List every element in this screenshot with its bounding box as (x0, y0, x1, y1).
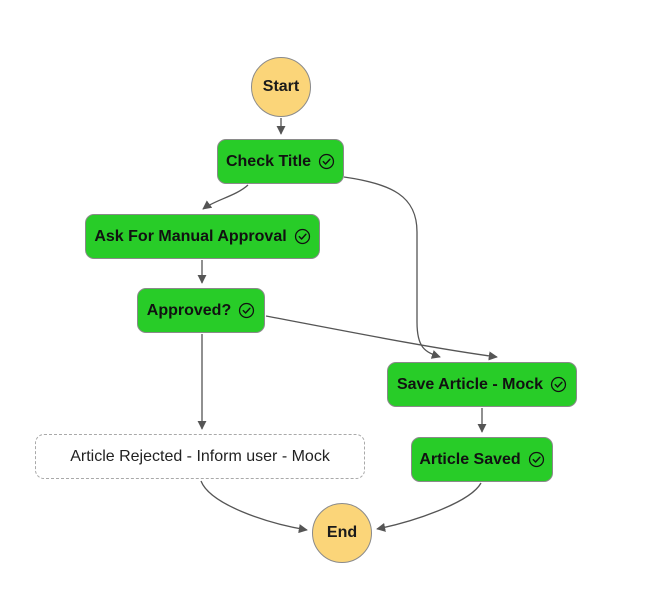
edge-approved-to-save-article-mock (265, 315, 498, 361)
check-circle-icon (238, 302, 255, 319)
check-circle-icon (528, 451, 545, 468)
node-save-article-mock-label: Save Article - Mock (396, 375, 544, 393)
node-approved[interactable]: Approved? (137, 288, 265, 333)
node-approved-label: Approved? (146, 301, 232, 319)
node-end[interactable]: End (312, 503, 372, 563)
node-check-title-label: Check Title (225, 152, 312, 170)
edge-check-title-to-ask-for-manual-approval (202, 184, 249, 210)
edge-article-saved-to-end (376, 482, 482, 532)
node-check-title[interactable]: Check Title (217, 139, 344, 184)
node-article-rejected-mock[interactable]: Article Rejected - Inform user - Mock (35, 434, 365, 479)
node-article-saved-label: Article Saved (419, 450, 521, 468)
edge-article-rejected-mock-to-end (200, 480, 308, 534)
check-circle-icon (294, 228, 311, 245)
check-circle-icon (318, 153, 335, 170)
node-start[interactable]: Start (251, 57, 311, 117)
check-circle-icon (550, 376, 567, 393)
node-end-label: End (326, 524, 358, 541)
node-start-label: Start (262, 78, 300, 95)
node-ask-for-manual-approval[interactable]: Ask For Manual Approval (85, 214, 320, 259)
node-article-saved[interactable]: Article Saved (411, 437, 553, 482)
node-ask-for-manual-approval-label: Ask For Manual Approval (94, 227, 287, 245)
node-article-rejected-mock-label: Article Rejected - Inform user - Mock (70, 447, 330, 465)
node-save-article-mock[interactable]: Save Article - Mock (387, 362, 577, 407)
edge-check-title-to-save-article-mock (343, 176, 441, 359)
